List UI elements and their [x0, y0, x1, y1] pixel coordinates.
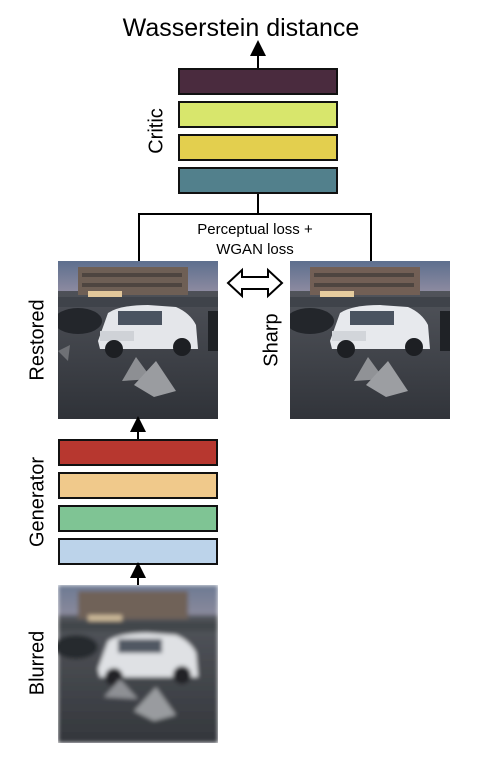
critic-layer-1: [178, 68, 338, 95]
critic-layer-2: [178, 101, 338, 128]
restored-image: [58, 261, 218, 419]
generator-layer-2: [58, 472, 218, 499]
loss-bracket: [138, 213, 372, 261]
critic-layer-3: [178, 134, 338, 161]
generator-layer-3: [58, 505, 218, 532]
blurred-image: [58, 585, 218, 743]
sharp-image: [290, 261, 450, 419]
loss-label-line1: Perceptual loss +: [197, 221, 313, 238]
loss-label: Perceptual loss + WGAN loss: [140, 220, 370, 260]
compare-double-arrow: [226, 267, 284, 299]
loss-label-line2: WGAN loss: [216, 241, 294, 258]
critic-layer-4: [178, 167, 338, 194]
diagram-title: Wasserstein distance: [122, 14, 360, 42]
generator-layer-1: [58, 439, 218, 466]
